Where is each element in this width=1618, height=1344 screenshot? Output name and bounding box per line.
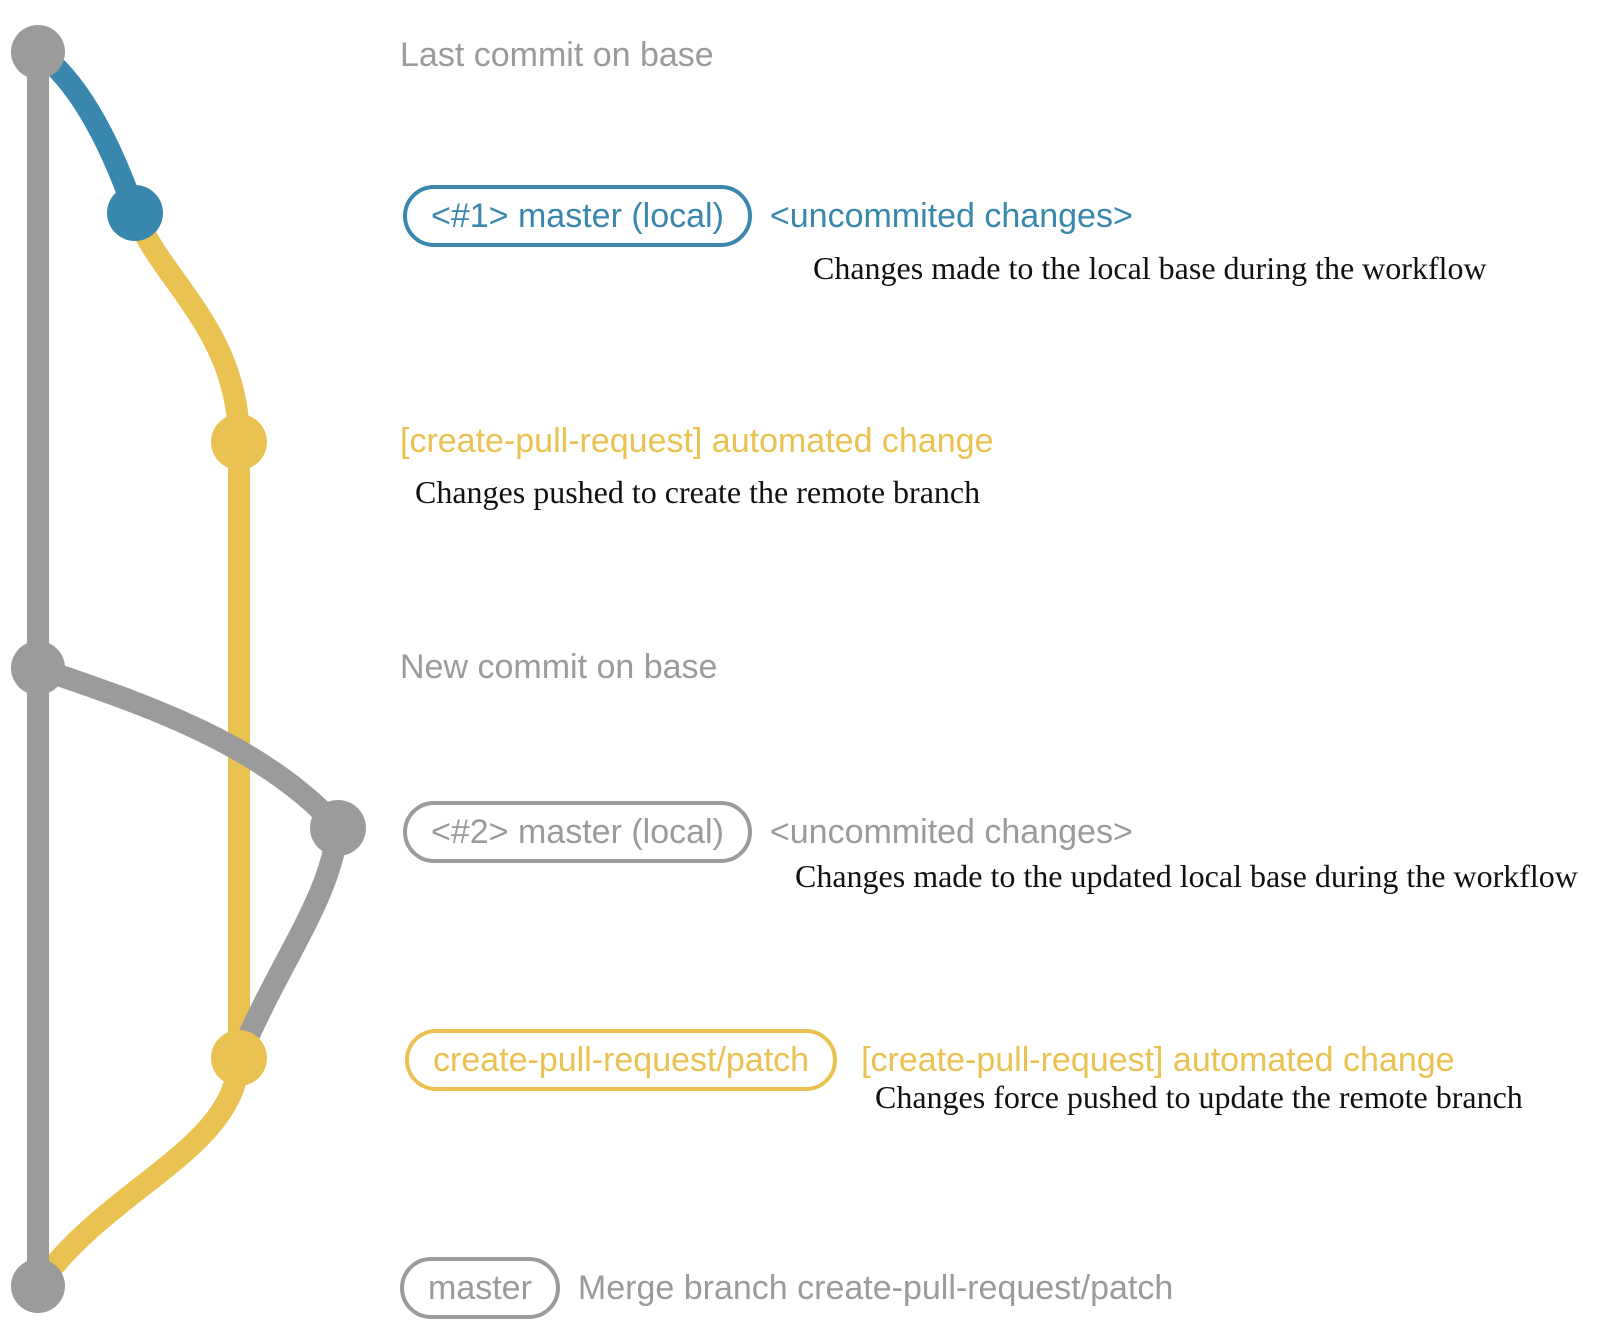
branch-pill-master-local-1: <#1> master (local)	[403, 185, 752, 247]
branch-pill-create-pull-request-patch: create-pull-request/patch	[405, 1029, 838, 1091]
merge-branch-label: Merge branch create-pull-request/patch	[577, 1269, 1174, 1307]
uncommited-changes-note-1: <uncommited changes>	[769, 197, 1133, 235]
commit-dot-remote-2	[211, 1030, 267, 1086]
branch-pill-master: master	[400, 1257, 560, 1319]
caption-commit-2: Changes made to the updated local base d…	[795, 858, 1578, 894]
updated-local-branch-path	[27, 657, 350, 1069]
commit-graph	[11, 25, 366, 1313]
caption-automated-change-2: Changes force pushed to update the remot…	[875, 1079, 1523, 1115]
last-commit-label: Last commit on base	[400, 36, 714, 74]
commit-dot-new-base	[11, 641, 65, 695]
label-new-commit-on-base: New commit on base	[400, 635, 717, 699]
row-commit-1: <#1> master (local) <uncommited changes>	[403, 184, 1133, 248]
commit-dot-remote-1	[211, 414, 267, 470]
commit-dot-local-2	[310, 800, 366, 856]
commit-dot-merge	[11, 1259, 65, 1313]
automated-change-label-1: [create-pull-request] automated change	[400, 422, 994, 460]
caption-automated-change-1: Changes pushed to create the remote bran…	[415, 474, 981, 510]
commit-dot-local-1	[107, 185, 163, 241]
row-merge: master Merge branch create-pull-request/…	[400, 1256, 1173, 1320]
automated-change-label-2: [create-pull-request] automated change	[861, 1041, 1455, 1079]
row-commit-2: <#2> master (local) <uncommited changes>	[403, 800, 1133, 864]
branch-pill-master-local-2: <#2> master (local)	[403, 801, 752, 863]
commit-dot-last-base	[11, 25, 65, 79]
local-branch-path	[27, 41, 146, 224]
remote-branch-path	[27, 202, 250, 1297]
row-automated-change-1: [create-pull-request] automated change	[400, 409, 993, 473]
row-automated-change-2: create-pull-request/patch [create-pull-r…	[405, 1028, 1455, 1092]
caption-commit-1: Changes made to the local base during th…	[813, 250, 1487, 286]
new-commit-label: New commit on base	[400, 648, 718, 686]
label-last-commit-on-base: Last commit on base	[400, 23, 714, 87]
uncommited-changes-note-2: <uncommited changes>	[769, 813, 1133, 851]
